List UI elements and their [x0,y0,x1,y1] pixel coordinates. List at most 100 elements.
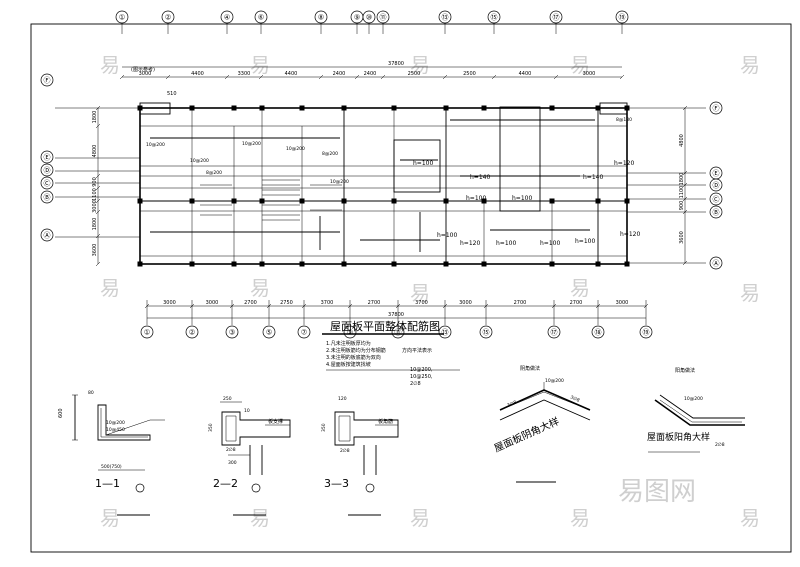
s22-rebar: 10 [244,408,250,414]
svg-text:⑲: ⑲ [619,13,626,21]
right-axis-bubble: Ⓔ [709,166,723,180]
slab-thickness-label: h=100 [575,238,595,245]
dimension-label: 3700 [415,300,428,306]
s33-dim-350: 350 [321,423,327,432]
dimension-label: 3000 [139,71,152,77]
svg-text:②: ② [165,13,171,21]
section-label-2-2: 2—2 [213,477,238,490]
dimension-label: 2750 [280,300,293,306]
right-axis-bubble: Ⓐ [709,256,723,270]
top-axis-bubble: ④ [220,10,234,24]
svg-text:Ⓔ: Ⓔ [44,153,51,161]
svg-text:Ⓒ: Ⓒ [44,179,51,187]
dimension-label: 3000 [616,300,629,306]
top-axis-bubble: ⑰ [549,10,563,24]
svg-text:⑮: ⑮ [491,13,498,21]
slab-thickness-label: h=120 [620,231,640,238]
svg-text:Ⓔ: Ⓔ [713,169,720,177]
dimension-label: 2700 [368,300,381,306]
dimension-label: 2500 [408,71,421,77]
dimension-label: 900 [679,201,685,211]
dimension-label: 1800 [92,111,98,124]
top-axis-bubble: ⑧ [314,10,328,24]
general-notes: 1.凡未注明板厚均为 2.未注明板筋均为分布钢筋 3.未注明的板底筋为双向 4.… [326,340,460,387]
column-markers [137,105,630,267]
svg-text:⑬: ⑬ [442,328,449,336]
dimension-label: 4800 [679,134,685,147]
dimension-label: 1800 [679,173,685,186]
svg-text:⑥: ⑥ [258,13,264,21]
svg-text:④: ④ [224,13,230,21]
corner-top-tag: 阳角做法 [675,367,695,374]
top-axis-bubble: ① [115,10,129,24]
dimension-label: 3000 [583,71,596,77]
bottom-axis-bubble: ① [140,325,154,339]
svg-text:⑨: ⑨ [354,13,360,21]
right-axis-bubble: Ⓒ [709,192,723,206]
valley-rebar-2: 3∅8 [506,399,517,408]
svg-text:⑤: ⑤ [266,328,272,336]
bottom-axis-bubble: ⑪ [391,325,405,339]
svg-text:⑨: ⑨ [347,328,353,336]
svg-text:Ⓐ: Ⓐ [44,231,51,239]
svg-text:Ⓕ: Ⓕ [44,76,51,84]
top-axis-bubble: ② [161,10,175,24]
bottom-axis-bubble: ⑲ [639,325,653,339]
small-dimension: 510 [167,91,177,97]
bottom-total-dimension: 37800 [388,312,404,318]
rebar-spec-labels: 10@20010@20010@20010@2008@2008@20010@200… [146,117,632,185]
dimension-label: 4400 [191,71,204,77]
top-axis-bubble: ⑲ [615,10,629,24]
plan-title: 屋面板平面整体配筋图 [330,319,440,333]
rebar-spec-label: 10@200 [242,141,261,147]
valley-rebar-3: 3∅8 [569,394,580,403]
svg-text:Ⓕ: Ⓕ [713,104,720,112]
s11-rebar-1: 10@200 [106,420,125,426]
section-label-1-1: 1—1 [95,477,120,490]
svg-text:Ⓑ: Ⓑ [44,193,51,201]
slab-thickness-label: h=100 [540,240,560,247]
dimension-label: 1800 [92,218,98,231]
rebar-spec-label: 8@200 [206,170,222,176]
s11-dim-80: 80 [88,390,94,396]
watermark-glyph: 易 [570,276,590,300]
right-axis-bubble: Ⓑ [709,205,723,219]
svg-text:⑩: ⑩ [366,13,372,21]
section-3-3: 120 板角筋 350 2∅8 3—3 [321,396,399,516]
slab-thickness-label: h=140 [583,174,603,181]
top-axis-bubble: ⑩ [362,10,376,24]
left-axis-bubble: Ⓐ [40,228,54,242]
section-label-3-3: 3—3 [324,477,349,490]
rebar-spec-label: 8@180 [616,117,632,123]
watermark-layer: 易易易易易易易易易易易易易易易易图网 [100,53,760,530]
dimension-label: 3000 [459,300,472,306]
left-axis-bubble: Ⓑ [40,190,54,204]
slab-thickness-label: h=120 [614,160,634,167]
dimension-label: 1100 [92,188,98,201]
dimension-label: 3300 [238,71,251,77]
bottom-axis-bubble: ③ [225,325,239,339]
dimension-label: 3700 [321,300,334,306]
top-axis-bubble: ⑨ [350,10,364,24]
slab-thickness-label: h=100 [466,195,486,202]
bottom-axis-bubble: ⑤ [262,325,276,339]
svg-text:⑪: ⑪ [380,13,387,21]
stair-hatch [200,179,342,221]
svg-text:⑬: ⑬ [442,13,449,21]
dimension-label: 3000 [206,300,219,306]
bottom-axis-bubble: ⑨ [343,325,357,339]
slab-thickness-label: h=100 [413,160,433,167]
bottom-axis-bubble: ② [185,325,199,339]
rebar-spec-label: 10@200 [330,179,349,185]
svg-text:⑰: ⑰ [553,13,560,21]
svg-text:⑦: ⑦ [301,328,307,336]
svg-text:⑲: ⑲ [643,328,650,336]
slab-thickness-label: h=100 [512,195,532,202]
svg-text:Ⓒ: Ⓒ [713,195,720,203]
